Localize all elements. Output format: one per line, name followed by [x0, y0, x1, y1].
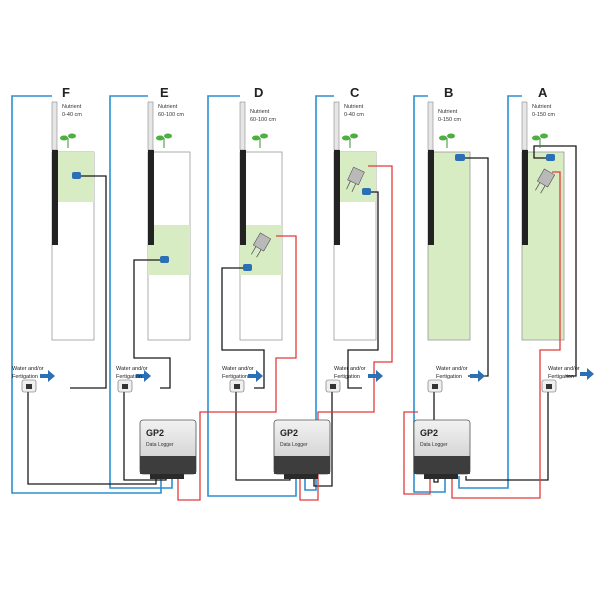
plant-icon: [439, 133, 455, 148]
suction-cup-sensor-b: [455, 154, 465, 161]
arrow-right-icon: [248, 370, 263, 382]
suction-cup-sensor-e: [160, 256, 169, 263]
column-b-container: [427, 151, 471, 341]
nutrient-depth: 0-40 cm: [62, 112, 82, 118]
columns: [51, 151, 565, 341]
valve-label: Fertigation: [436, 374, 462, 380]
plant-icon: [342, 133, 358, 148]
probe-f: [51, 101, 58, 245]
nutrient-label: Nutrient: [250, 109, 270, 115]
logger-title: GP2: [280, 428, 298, 438]
arrow-right-icon: [470, 370, 485, 382]
probe-d: [239, 101, 246, 245]
nutrient-depth: 0-150 cm: [438, 117, 461, 123]
valve-label: Fertigation: [334, 374, 360, 380]
text-labels: F E D C B A Nutrient 0-40 cm Nutrient 60…: [12, 85, 580, 448]
valve-label: Fertigation: [222, 374, 248, 380]
data-logger-1: [139, 419, 197, 479]
column-letter: F: [62, 85, 70, 100]
moisture-sensor-a: [535, 168, 556, 194]
suction-cup-sensor-c: [362, 188, 371, 195]
moisture-sensor-c: [346, 166, 365, 192]
valve-c: [325, 370, 383, 393]
probe-a: [521, 101, 528, 245]
valve-label: Water and/or: [12, 366, 44, 372]
arrow-right-icon: [368, 370, 383, 382]
valve-f: [21, 370, 55, 393]
plant-icon: [532, 133, 548, 148]
suction-cup-sensor-f: [72, 172, 81, 179]
nutrient-label: Nutrient: [438, 109, 458, 115]
valves: [21, 368, 594, 393]
moisture-sensor-d: [251, 232, 272, 258]
logger-title: GP2: [146, 428, 164, 438]
arrow-right-icon: [136, 370, 151, 382]
column-e-nutrient-zone: [148, 225, 190, 275]
valve-label: Water and/or: [436, 366, 468, 372]
nutrient-label: Nutrient: [532, 104, 552, 110]
nutrient-label: Nutrient: [62, 104, 82, 110]
probe-b: [427, 101, 434, 245]
valve-label: Water and/or: [334, 366, 366, 372]
column-letter: A: [538, 85, 548, 100]
suction-cup-sensor-a: [546, 154, 555, 161]
nutrient-label: Nutrient: [158, 104, 178, 110]
valve-label: Water and/or: [222, 366, 254, 372]
nutrient-depth: 60-100 cm: [250, 117, 276, 123]
column-letter: B: [444, 85, 453, 100]
valve-d: [229, 370, 263, 393]
plants: [60, 133, 548, 148]
probe-e: [147, 101, 154, 245]
plant-icon: [60, 133, 76, 148]
column-letter: D: [254, 85, 263, 100]
nutrient-label: Nutrient: [344, 104, 364, 110]
arrow-right-icon: [580, 368, 594, 380]
valve-b: [427, 370, 485, 393]
valve-label: Fertigation: [12, 374, 38, 380]
nutrient-depth: 0-40 cm: [344, 112, 364, 118]
data-logger-2: [273, 419, 331, 479]
data-logger-3: [413, 419, 471, 479]
logger-subtitle: Data Logger: [420, 442, 448, 448]
probe-c: [333, 101, 340, 245]
column-letter: C: [350, 85, 360, 100]
nutrient-depth: 0-150 cm: [532, 112, 555, 118]
nutrient-depth: 60-100 cm: [158, 112, 184, 118]
valve-label: Water and/or: [116, 366, 148, 372]
water-lines: [11, 95, 522, 497]
valve-e: [117, 370, 151, 393]
valve-a: [541, 368, 594, 393]
plant-icon: [252, 133, 268, 148]
valve-label: Fertigation: [116, 374, 142, 380]
suction-cup-sensor-d: [243, 264, 252, 271]
valve-label: Fertigation: [548, 374, 574, 380]
plant-icon: [156, 133, 172, 148]
logger-title: GP2: [420, 428, 438, 438]
sensors: [72, 154, 556, 271]
column-letter: E: [160, 85, 169, 100]
arrow-right-icon: [40, 370, 55, 382]
data-loggers: [139, 419, 471, 479]
probes: [51, 101, 528, 245]
power-lines: [177, 165, 561, 501]
valve-label: Water and/or: [548, 366, 580, 372]
logger-subtitle: Data Logger: [146, 442, 174, 448]
logger-subtitle: Data Logger: [280, 442, 308, 448]
